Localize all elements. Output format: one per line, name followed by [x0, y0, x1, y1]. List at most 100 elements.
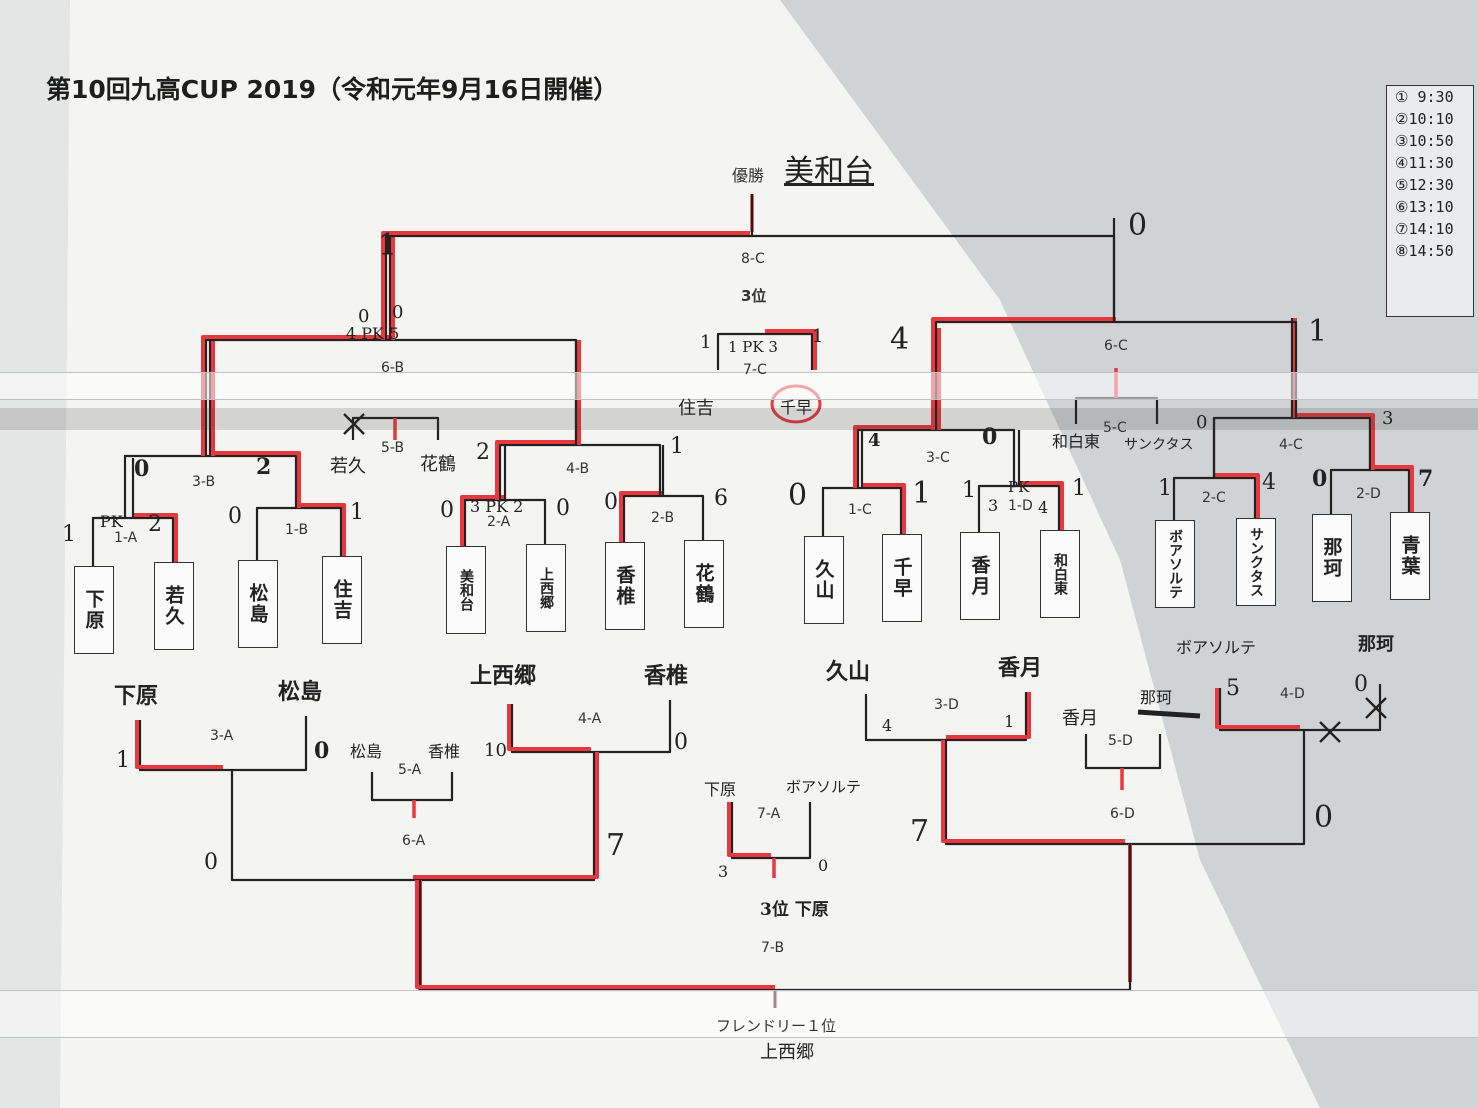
winner-path: [135, 720, 223, 769]
match-label: 6-D: [1110, 806, 1135, 822]
schedule-item: ① 9:30: [1395, 88, 1454, 106]
score: 5: [1226, 676, 1240, 701]
tape-strip-top: [0, 372, 1478, 400]
score: 0: [134, 456, 150, 482]
score: 0: [818, 856, 829, 875]
score: 10: [484, 740, 507, 761]
team-box: サンクタス: [1236, 518, 1276, 606]
team-box: 松島: [238, 560, 278, 648]
score: 0: [788, 478, 808, 513]
score: 0: [440, 498, 454, 523]
champion-name: 美和台: [784, 154, 874, 189]
team-box: 美和台: [446, 546, 486, 634]
team-box: 上西郷: [526, 544, 566, 632]
score: 4: [890, 322, 910, 357]
winner-path: [210, 451, 301, 508]
score: 0: [1312, 466, 1328, 492]
bracket-line: [370, 772, 454, 802]
bracket-line: [1218, 684, 1382, 732]
consolation-team: 下原: [704, 780, 737, 799]
match-label: 2-A: [487, 514, 511, 530]
match-label: 6-C: [1104, 338, 1128, 354]
match-label: 3-D: [934, 697, 959, 713]
match-label: 4-B: [566, 461, 590, 477]
consolation-team: 香月: [1062, 708, 1098, 729]
friendly-label: フレンドリー１位: [716, 1017, 837, 1035]
team-box: 久山: [804, 536, 844, 624]
schedule-item: ④11:30: [1395, 154, 1454, 172]
schedule-item: ⑤12:30: [1395, 176, 1454, 194]
bracket-line: [138, 716, 308, 772]
consolation-team: 上西郷: [470, 663, 537, 689]
match-label: 6-B: [381, 360, 405, 376]
consolation-team: 香椎: [644, 663, 689, 689]
tape-strip-bottom: [0, 990, 1478, 1038]
score: 2: [476, 440, 490, 465]
bracket-line: [944, 730, 1306, 846]
schedule-item: ⑦14:10: [1395, 220, 1454, 238]
team-box: 若久: [154, 562, 194, 650]
third-place-team: 住吉: [678, 398, 714, 419]
score: 0: [392, 302, 404, 323]
score: 0: [1196, 412, 1208, 433]
score: 7: [606, 828, 626, 863]
team-box: 下原: [74, 566, 114, 654]
score: 0: [982, 424, 998, 450]
match-label: 4-D: [1280, 686, 1305, 702]
match-label: 6-A: [402, 833, 426, 849]
scribble: [1137, 709, 1201, 719]
match-label: 5-B: [381, 440, 405, 456]
match-label: 5-C: [1103, 420, 1127, 436]
score: 4: [868, 430, 881, 451]
winner-path: [133, 513, 178, 562]
score: 0: [1354, 672, 1368, 697]
match-label: 7-B: [761, 940, 785, 956]
schedule-item: ③10:50: [1395, 132, 1454, 150]
score: 0: [358, 306, 370, 327]
consolation-team: ボアソルテ: [786, 778, 862, 796]
score: 1: [1308, 314, 1328, 349]
score: 0: [314, 738, 330, 764]
pk-note: 3 PK 2: [470, 497, 524, 516]
winner-path: [460, 495, 505, 546]
score: 1: [62, 522, 76, 547]
winner-path: [1292, 413, 1375, 470]
bracket-line: [510, 700, 672, 754]
winner-path: [495, 440, 580, 500]
winner-path: [946, 692, 1031, 739]
match-label: 2-B: [651, 510, 675, 526]
score: 7: [1418, 466, 1434, 492]
pk-note: PK: [100, 512, 123, 531]
score: 2: [256, 454, 272, 480]
team-box: 香椎: [605, 542, 645, 630]
score: 1: [378, 228, 398, 263]
consolation-team: 久山: [826, 659, 871, 685]
winner-path: [727, 802, 771, 857]
winner-path: [1019, 481, 1064, 530]
score: 1: [670, 434, 684, 459]
match-label: 3-C: [926, 450, 950, 466]
tape-shadow-top: [0, 408, 1478, 430]
winner-path: [853, 425, 936, 488]
consolation-team: 下原: [114, 683, 159, 709]
team-box: 千早: [882, 534, 922, 622]
bracket-line: [230, 752, 596, 882]
score: 1: [1072, 476, 1086, 501]
match-label: 1-D: [1008, 498, 1033, 514]
consolation-team: 香椎: [428, 742, 461, 761]
match-label: 1-C: [848, 502, 872, 518]
strike-mark: [1319, 721, 1341, 743]
advancing-team: 若久: [330, 456, 366, 477]
winner-path: [507, 704, 591, 751]
score: 1: [116, 748, 130, 773]
consolation-team: ボアソルテ: [1176, 638, 1257, 657]
match-label: 4-A: [578, 711, 602, 727]
third-place-result: 3位 下原: [760, 900, 829, 920]
team-box: 青葉: [1390, 512, 1430, 600]
third-place-team: 千早: [780, 398, 813, 417]
score: 4: [882, 716, 893, 735]
score: 6: [714, 486, 728, 511]
winner-path: [413, 752, 599, 879]
team-box: 和白東: [1040, 530, 1080, 618]
